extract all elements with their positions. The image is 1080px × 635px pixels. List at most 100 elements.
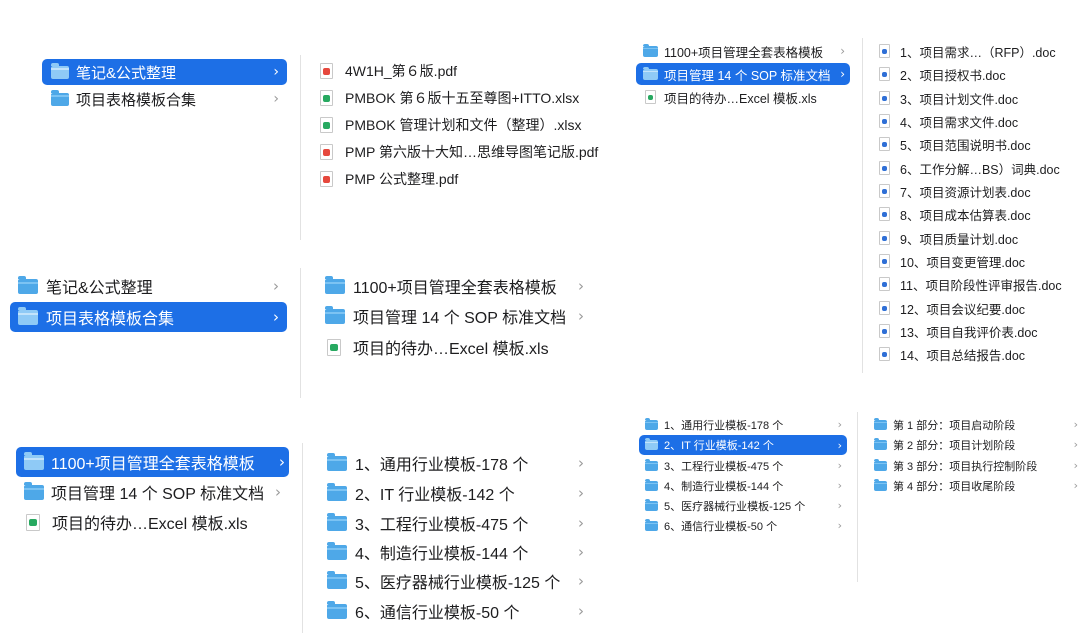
folder-row-industry[interactable]: 2、IT 行业模板-142 个› <box>639 435 847 455</box>
folder-icon <box>327 600 347 619</box>
doc-row[interactable]: 4、项目需求文件.doc <box>876 110 1076 132</box>
folder-icon <box>643 43 658 57</box>
chevron-right-icon: › <box>578 514 584 532</box>
file-row[interactable]: 4W1H_第６版.pdf <box>316 59 616 83</box>
folder-row-industry[interactable]: 5、医疗器械行业模板-125 个› <box>639 496 847 515</box>
chevron-right-icon: › <box>578 454 584 472</box>
folder-row-1100-templates[interactable]: 1100+项目管理全套表格模板 › <box>16 447 289 477</box>
doc-row[interactable]: 10、项目变更管理.doc <box>876 250 1076 272</box>
folder-row-industry[interactable]: 1、通用行业模板-178 个 › <box>639 415 847 434</box>
doc-row[interactable]: 14、项目总结报告.doc <box>876 343 1076 365</box>
folder-row-industry[interactable]: 4、制造行业模板-144 个› <box>639 476 847 495</box>
doc-row[interactable]: 5、项目范围说明书.doc <box>876 133 1076 155</box>
doc-label: 8、项目成本估算表.doc <box>900 208 1031 223</box>
folder-label: 5、医疗器械行业模板-125 个 <box>664 500 806 513</box>
folder-row-sop-docs[interactable]: 项目管理 14 个 SOP 标准文档 › <box>636 63 850 85</box>
folder-row-notes[interactable]: 笔记&公式整理 › <box>10 272 287 300</box>
file-row-todo-excel[interactable]: 项目的待办…Excel 模板.xls <box>16 508 289 536</box>
folder-label: 3、工程行业模板-475 个 <box>664 460 784 473</box>
folder-row-industry[interactable]: 6、通信行业模板-50 个 › <box>320 597 592 625</box>
folder-label: 6、通信行业模板-50 个 <box>664 520 778 533</box>
folder-label: 项目表格模板合集 <box>76 91 197 109</box>
chevron-right-icon: › <box>578 307 584 325</box>
folder-row-templates[interactable]: 项目表格模板合集 › <box>42 86 287 112</box>
folder-row-industry[interactable]: 1、通用行业模板-178 个› <box>320 449 592 477</box>
doc-row[interactable]: 11、项目阶段性评审报告.doc <box>876 273 1076 295</box>
doc-row[interactable]: 13、项目自我评价表.doc <box>876 320 1076 342</box>
folder-row-industry[interactable]: 2、IT 行业模板-142 个› <box>320 479 592 507</box>
column-divider <box>857 412 858 582</box>
file-label: PMP 第六版十大知…思维导图笔记版.pdf <box>345 144 599 160</box>
doc-row[interactable]: 9、项目质量计划.doc <box>876 227 1076 249</box>
folder-label: 项目管理 14 个 SOP 标准文档 <box>353 310 567 327</box>
doc-label: 4、项目需求文件.doc <box>900 115 1019 130</box>
file-row[interactable]: PMBOK 管理计划和文件（整理）.xlsx <box>316 113 616 137</box>
folder-row-industry[interactable]: 5、医疗器械行业模板-125 个› <box>320 567 592 595</box>
doc-file-icon <box>879 207 890 221</box>
doc-label: 11、项目阶段性评审报告.doc <box>900 278 1062 293</box>
chevron-right-icon: › <box>840 44 845 58</box>
folder-row-sop-docs[interactable]: 项目管理 14 个 SOP 标准文档 › <box>318 302 598 330</box>
folder-row-phase[interactable]: 第 3 部分：项目执行控制阶段› <box>868 456 1080 475</box>
folder-row-templates[interactable]: 项目表格模板合集 › <box>10 302 287 332</box>
doc-file-icon <box>879 277 890 291</box>
folder-row-notes[interactable]: 笔记&公式整理 › <box>42 59 287 85</box>
file-row[interactable]: PMBOK 第６版十五至尊图+ITTO.xlsx <box>316 86 616 110</box>
folder-label: 项目管理 14 个 SOP 标准文档 <box>664 68 831 83</box>
chevron-right-icon: › <box>578 277 584 295</box>
folder-icon <box>51 90 69 106</box>
folder-label: 1100+项目管理全套表格模板 <box>51 456 255 473</box>
folder-label: 1100+项目管理全套表格模板 <box>664 45 824 60</box>
doc-label: 9、项目质量计划.doc <box>900 232 1019 247</box>
folder-row-industry[interactable]: 4、制造行业模板-144 个› <box>320 538 592 566</box>
folder-label: 3、工程行业模板-475 个 <box>355 517 529 534</box>
file-row[interactable]: PMP 公式整理.pdf <box>316 167 616 191</box>
doc-row[interactable]: 12、项目会议纪要.doc <box>876 297 1076 319</box>
folder-row-1100-templates[interactable]: 1100+项目管理全套表格模板 › <box>318 272 598 300</box>
folder-label: 4、制造行业模板-144 个 <box>355 546 529 563</box>
chevron-right-icon: › <box>837 418 842 431</box>
chevron-right-icon: › <box>1073 438 1078 451</box>
folder-row-industry[interactable]: 6、通信行业模板-50 个› <box>639 516 847 535</box>
folder-label: 笔记&公式整理 <box>76 64 177 82</box>
folder-label: 1、通用行业模板-178 个 <box>664 419 784 432</box>
folder-icon <box>327 482 347 501</box>
folder-icon <box>327 452 347 471</box>
doc-row[interactable]: 1、项目需求…（RFP）.doc <box>876 40 1076 62</box>
folder-row-sop-docs[interactable]: 项目管理 14 个 SOP 标准文档 › <box>16 478 289 506</box>
doc-row[interactable]: 8、项目成本估算表.doc <box>876 203 1076 225</box>
chevron-right-icon: › <box>273 277 279 295</box>
chevron-right-icon: › <box>578 602 584 620</box>
folder-row-1100-templates[interactable]: 1100+项目管理全套表格模板 › <box>636 40 850 62</box>
doc-row[interactable]: 7、项目资源计划表.doc <box>876 180 1076 202</box>
doc-row[interactable]: 3、项目计划文件.doc <box>876 87 1076 109</box>
chevron-right-icon: › <box>1073 479 1078 492</box>
folder-row-industry[interactable]: 3、工程行业模板-475 个› <box>639 456 847 475</box>
folder-row-industry[interactable]: 3、工程行业模板-475 个 › <box>320 509 592 537</box>
xls-file-icon <box>26 513 40 531</box>
folder-row-phase[interactable]: 第 2 部分：项目计划阶段› <box>868 435 1080 454</box>
doc-file-icon <box>879 137 890 151</box>
doc-row[interactable]: 2、项目授权书.doc <box>876 63 1076 85</box>
chevron-right-icon: › <box>578 484 584 502</box>
chevron-right-icon: › <box>837 438 842 452</box>
folder-label: 1100+项目管理全套表格模板 <box>353 280 557 297</box>
file-row-todo-excel[interactable]: 项目的待办…Excel 模板.xls <box>318 333 598 361</box>
column-divider <box>862 38 863 373</box>
doc-label: 1、项目需求…（RFP）.doc <box>900 45 1056 60</box>
doc-row[interactable]: 6、工作分解…BS）词典.doc <box>876 157 1076 179</box>
folder-icon <box>874 437 887 450</box>
chevron-right-icon: › <box>273 308 279 326</box>
folder-row-phase[interactable]: 第 1 部分：项目启动阶段› <box>868 415 1080 434</box>
file-row[interactable]: PMP 第六版十大知…思维导图笔记版.pdf <box>316 140 616 164</box>
folder-row-phase[interactable]: 第 4 部分：项目收尾阶段› <box>868 476 1080 495</box>
folder-icon <box>874 458 887 471</box>
folder-icon <box>645 518 658 531</box>
file-label: 项目的待办…Excel 模板.xls <box>664 91 817 106</box>
file-row-todo-excel[interactable]: 项目的待办…Excel 模板.xls <box>636 86 850 108</box>
folder-icon <box>645 498 658 511</box>
file-label: 项目的待办…Excel 模板.xls <box>52 516 248 533</box>
xls-file-icon <box>327 338 341 356</box>
doc-label: 14、项目总结报告.doc <box>900 348 1026 363</box>
folder-label: 6、通信行业模板-50 个 <box>355 605 520 622</box>
